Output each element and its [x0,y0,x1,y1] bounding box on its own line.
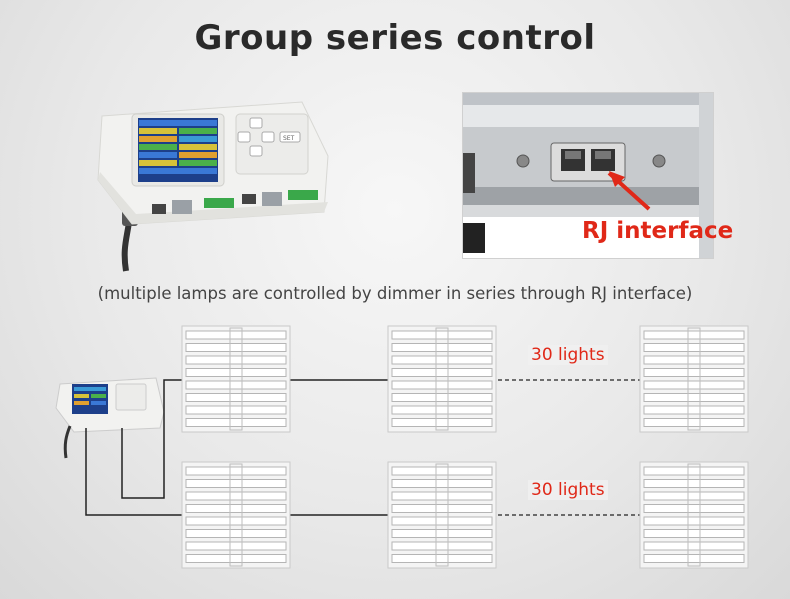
lamp-bar [643,380,745,390]
lamp-bar [643,529,745,538]
lamp-fixture [639,325,749,433]
small-controller [55,377,165,459]
lamp-bar [185,380,287,390]
lamp-bar [391,541,493,551]
lamp-bar [643,491,745,501]
lamp-bar [391,405,493,415]
lamp-center-rail [229,327,243,431]
subtitle-caption: (multiple lamps are controlled by dimmer… [97,284,693,303]
lamp-fixture [387,461,497,569]
lamp-bar [643,330,745,340]
lamp-center-rail [687,463,701,567]
lamp-bar [391,368,493,377]
lamp-bar [643,343,745,352]
lamp-center-rail [687,327,701,431]
lamp-center-rail [435,327,449,431]
lamp-bar [391,330,493,340]
lamp-bar [185,355,287,365]
lamp-bar [185,368,287,377]
lights-count-label-bottom: 30 lights [528,480,608,500]
lamp-bar [185,541,287,551]
set-button-label: SET [283,135,295,142]
lamp-bar [643,368,745,377]
lamp-bar [391,418,493,427]
lamp-fixture [181,461,291,569]
lamp-bar [391,393,493,402]
lamp-bar [185,393,287,402]
lamp-bar [643,554,745,563]
lamp-center-rail [435,463,449,567]
lamp-center-rail [229,463,243,567]
lights-count-label-top: 30 lights [528,345,608,365]
dimmer-controller-photo: SET [92,96,332,276]
lamp-bar [643,479,745,488]
lamp-bar [391,491,493,501]
lamp-bar [643,541,745,551]
lamp-bar [391,479,493,488]
lamp-bar [185,418,287,427]
lamp-bar [643,516,745,526]
lamp-bar [391,380,493,390]
lamp-bar [185,504,287,513]
lamp-bar [185,516,287,526]
lamp-bar [185,554,287,563]
lamp-bar [185,405,287,415]
rj-interface-photo [462,92,714,259]
lamp-bar [185,529,287,538]
lamp-bar [391,466,493,476]
page-title: Group series control [194,18,596,58]
lamp-fixture [387,325,497,433]
lamp-bar [185,491,287,501]
lamp-bar [643,355,745,365]
lamp-fixture [639,461,749,569]
lamp-bar [643,466,745,476]
lamp-fixture [181,325,291,433]
lamp-bar [185,479,287,488]
rj-interface-label: RJ interface [582,218,734,244]
lamp-bar [391,516,493,526]
lamp-bar [185,466,287,476]
lamp-bar [643,418,745,427]
lamp-bar [391,355,493,365]
lamp-bar [643,504,745,513]
lamp-bar [643,405,745,415]
lamp-bar [391,504,493,513]
lamp-bar [391,343,493,352]
lamp-bar [643,393,745,402]
lamp-bar [391,554,493,563]
lamp-bar [185,330,287,340]
lamp-bar [185,343,287,352]
lamp-bar [391,529,493,538]
